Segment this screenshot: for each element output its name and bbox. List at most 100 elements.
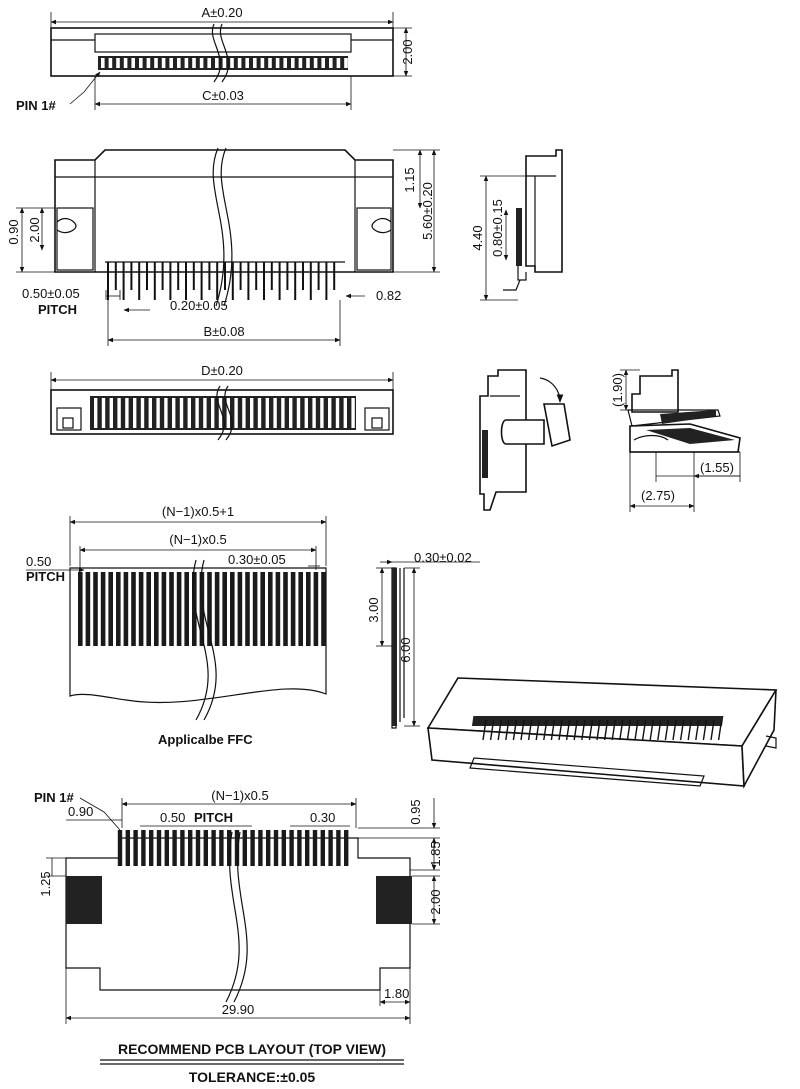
- contact-slot: [140, 398, 145, 428]
- dim-275-label: (2.75): [641, 488, 675, 503]
- ffc-conductor: [214, 572, 220, 646]
- pcb-tolerance: TOLERANCE:±0.05: [189, 1069, 316, 1085]
- ffc-view: (N−1)x0.5+1 (N−1)x0.5 0.50 PITCH 0.30±0.…: [26, 504, 480, 747]
- pitch-label: PITCH: [38, 302, 77, 317]
- pcb-dim-095-label: 0.95: [408, 799, 423, 824]
- contact-slot: [154, 58, 158, 68]
- dim-155-label: (1.55): [700, 460, 734, 475]
- contact-slot: [169, 58, 173, 68]
- contact-slot: [237, 58, 242, 68]
- contact-slot: [291, 58, 295, 68]
- break-line: [216, 385, 225, 441]
- iso-contact: [603, 719, 609, 741]
- contact-slot: [283, 58, 287, 68]
- pcb-pad: [312, 830, 318, 866]
- contact-slot: [313, 58, 318, 68]
- ffc-conductor: [123, 572, 129, 646]
- contact-slot: [146, 58, 151, 68]
- ffc-conductor: [161, 572, 167, 646]
- contact-slot: [289, 398, 293, 428]
- contact-slot: [164, 398, 168, 428]
- iso-contact: [626, 719, 632, 741]
- contact-slot: [281, 398, 285, 428]
- front-view: 5.60±0.20 1.15 0.90 2.00 0.50±0.05 PITCH…: [6, 147, 440, 346]
- pcb-pad: [219, 830, 224, 866]
- pcb-pad: [211, 830, 216, 866]
- pcb-dim-pad-width-label: 0.30: [310, 810, 335, 825]
- contact-slot: [242, 398, 246, 428]
- iso-contact: [581, 719, 586, 741]
- iso-contact: [619, 719, 624, 741]
- pcb-pad: [289, 830, 294, 866]
- ffc-conductor: [207, 572, 212, 646]
- pin1-label: PIN 1#: [16, 98, 57, 113]
- ffc-conductor: [245, 572, 250, 646]
- ffc-caption: Applicalbe FFC: [158, 732, 253, 747]
- iso-contact: [641, 719, 647, 741]
- iso-contact: [679, 719, 685, 741]
- ffc-conductor: [176, 572, 182, 646]
- pcb-left-pad: [66, 876, 102, 924]
- pcb-pad: [266, 830, 271, 866]
- contact-slot: [211, 398, 215, 428]
- iso-contact: [482, 719, 487, 741]
- contact-slot: [94, 398, 98, 428]
- pcb-pad: [133, 830, 138, 866]
- ffc-conductor: [108, 572, 113, 646]
- ffc-conductor: [131, 572, 136, 646]
- dim-height-label: 2.00: [400, 39, 415, 64]
- ffc-conductor: [237, 572, 243, 646]
- contact-slot: [139, 58, 143, 68]
- pcb-pad: [195, 830, 201, 866]
- pcb-pad: [203, 830, 208, 866]
- contact-slot: [148, 398, 152, 428]
- side-view: 4.40 0.80±0.15: [470, 149, 563, 301]
- pcb-pad: [344, 830, 349, 866]
- iso-contact: [710, 719, 715, 741]
- ffc-dim-span-label: (N−1)x0.5: [169, 532, 226, 547]
- contact-slot: [179, 398, 184, 428]
- side-dim-offset-label: 0.80±0.15: [490, 199, 505, 257]
- iso-contact: [505, 719, 510, 741]
- iso-contact: [565, 719, 571, 741]
- contact-slot: [335, 398, 340, 428]
- contact-slot: [343, 398, 347, 428]
- contact-slot: [156, 398, 160, 428]
- pcb-dim-span-label: (N−1)x0.5: [211, 788, 268, 803]
- dim-pin-width-label: 0.20±0.05: [170, 298, 228, 313]
- pcb-pad: [336, 830, 341, 866]
- iso-contact: [535, 719, 540, 741]
- pcb-pad: [141, 830, 146, 866]
- contact-slot: [260, 58, 265, 68]
- ffc-conductor: [252, 572, 258, 646]
- side-dim-height-label: 4.40: [470, 225, 485, 250]
- contact-slot: [321, 58, 325, 68]
- ffc-conductor: [100, 572, 106, 646]
- contact-slot: [344, 58, 348, 68]
- ffc-dim-stiffener-label: 6.00: [398, 637, 413, 662]
- ffc-conductor: [222, 572, 227, 646]
- ffc-conductor: [93, 572, 98, 646]
- dim-upper-label: 1.15: [402, 167, 417, 192]
- iso-contact: [657, 719, 662, 741]
- iso-contact: [588, 719, 594, 741]
- contact-slot: [131, 58, 135, 68]
- actuator-section-body: [631, 369, 679, 413]
- contact-slot: [328, 398, 332, 428]
- ffc-conductor: [313, 572, 319, 646]
- ffc-conductor: [199, 572, 205, 646]
- contact-slot: [253, 58, 257, 68]
- contact-slot: [336, 58, 341, 68]
- iso-contact: [550, 719, 556, 741]
- ffc-conductor: [298, 572, 303, 646]
- ffc-conductor: [192, 572, 197, 646]
- iso-contact: [489, 719, 495, 741]
- contact-slot: [329, 58, 333, 68]
- ffc-conductor: [169, 572, 174, 646]
- iso-contact: [687, 719, 692, 741]
- contact-slot: [195, 398, 199, 428]
- iso-contact: [695, 719, 700, 741]
- contact-slot: [116, 58, 120, 68]
- contact-slot: [125, 398, 129, 428]
- ffc-conductor: [116, 572, 121, 646]
